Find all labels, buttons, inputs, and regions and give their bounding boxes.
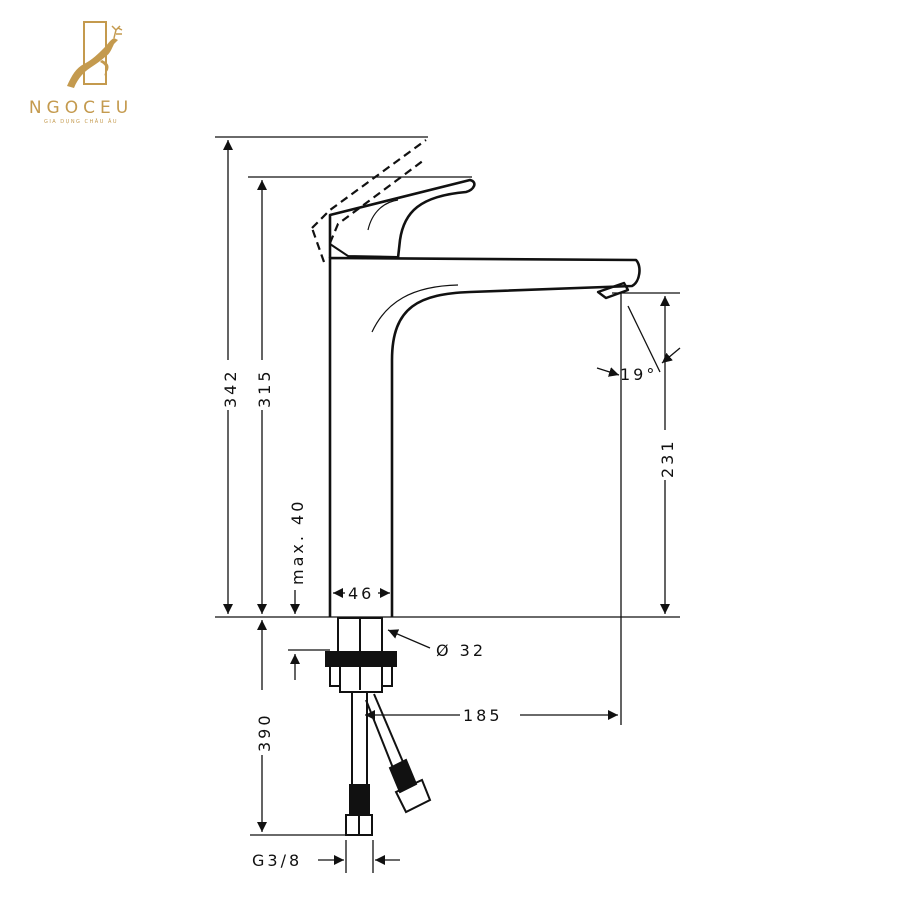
dim-max-counter-thickness: max. 40: [288, 499, 307, 585]
brand-logo: NGOCEU GIA DỤNG CHÂU ÂU: [20, 16, 142, 125]
dim-hose-length: 390: [255, 712, 274, 752]
brand-tagline: GIA DỤNG CHÂU ÂU: [43, 119, 119, 125]
faucet-body: [328, 178, 641, 617]
dim-spout-angle: 19°: [620, 365, 657, 384]
dim-outlet-height: 231: [658, 438, 677, 478]
dim-shank-diameter: Ø 32: [436, 641, 486, 660]
brand-name: NGOCEU: [28, 98, 134, 118]
leaping-deer-logo-icon: [67, 21, 123, 88]
dim-spout-height: 315: [255, 368, 274, 408]
dim-total-height: 342: [221, 368, 240, 408]
dim-projection: 185: [463, 706, 503, 725]
dim-body-width: 46: [348, 584, 374, 603]
dim-connection-thread: G3/8: [252, 851, 302, 870]
shank-assembly: [325, 617, 432, 836]
